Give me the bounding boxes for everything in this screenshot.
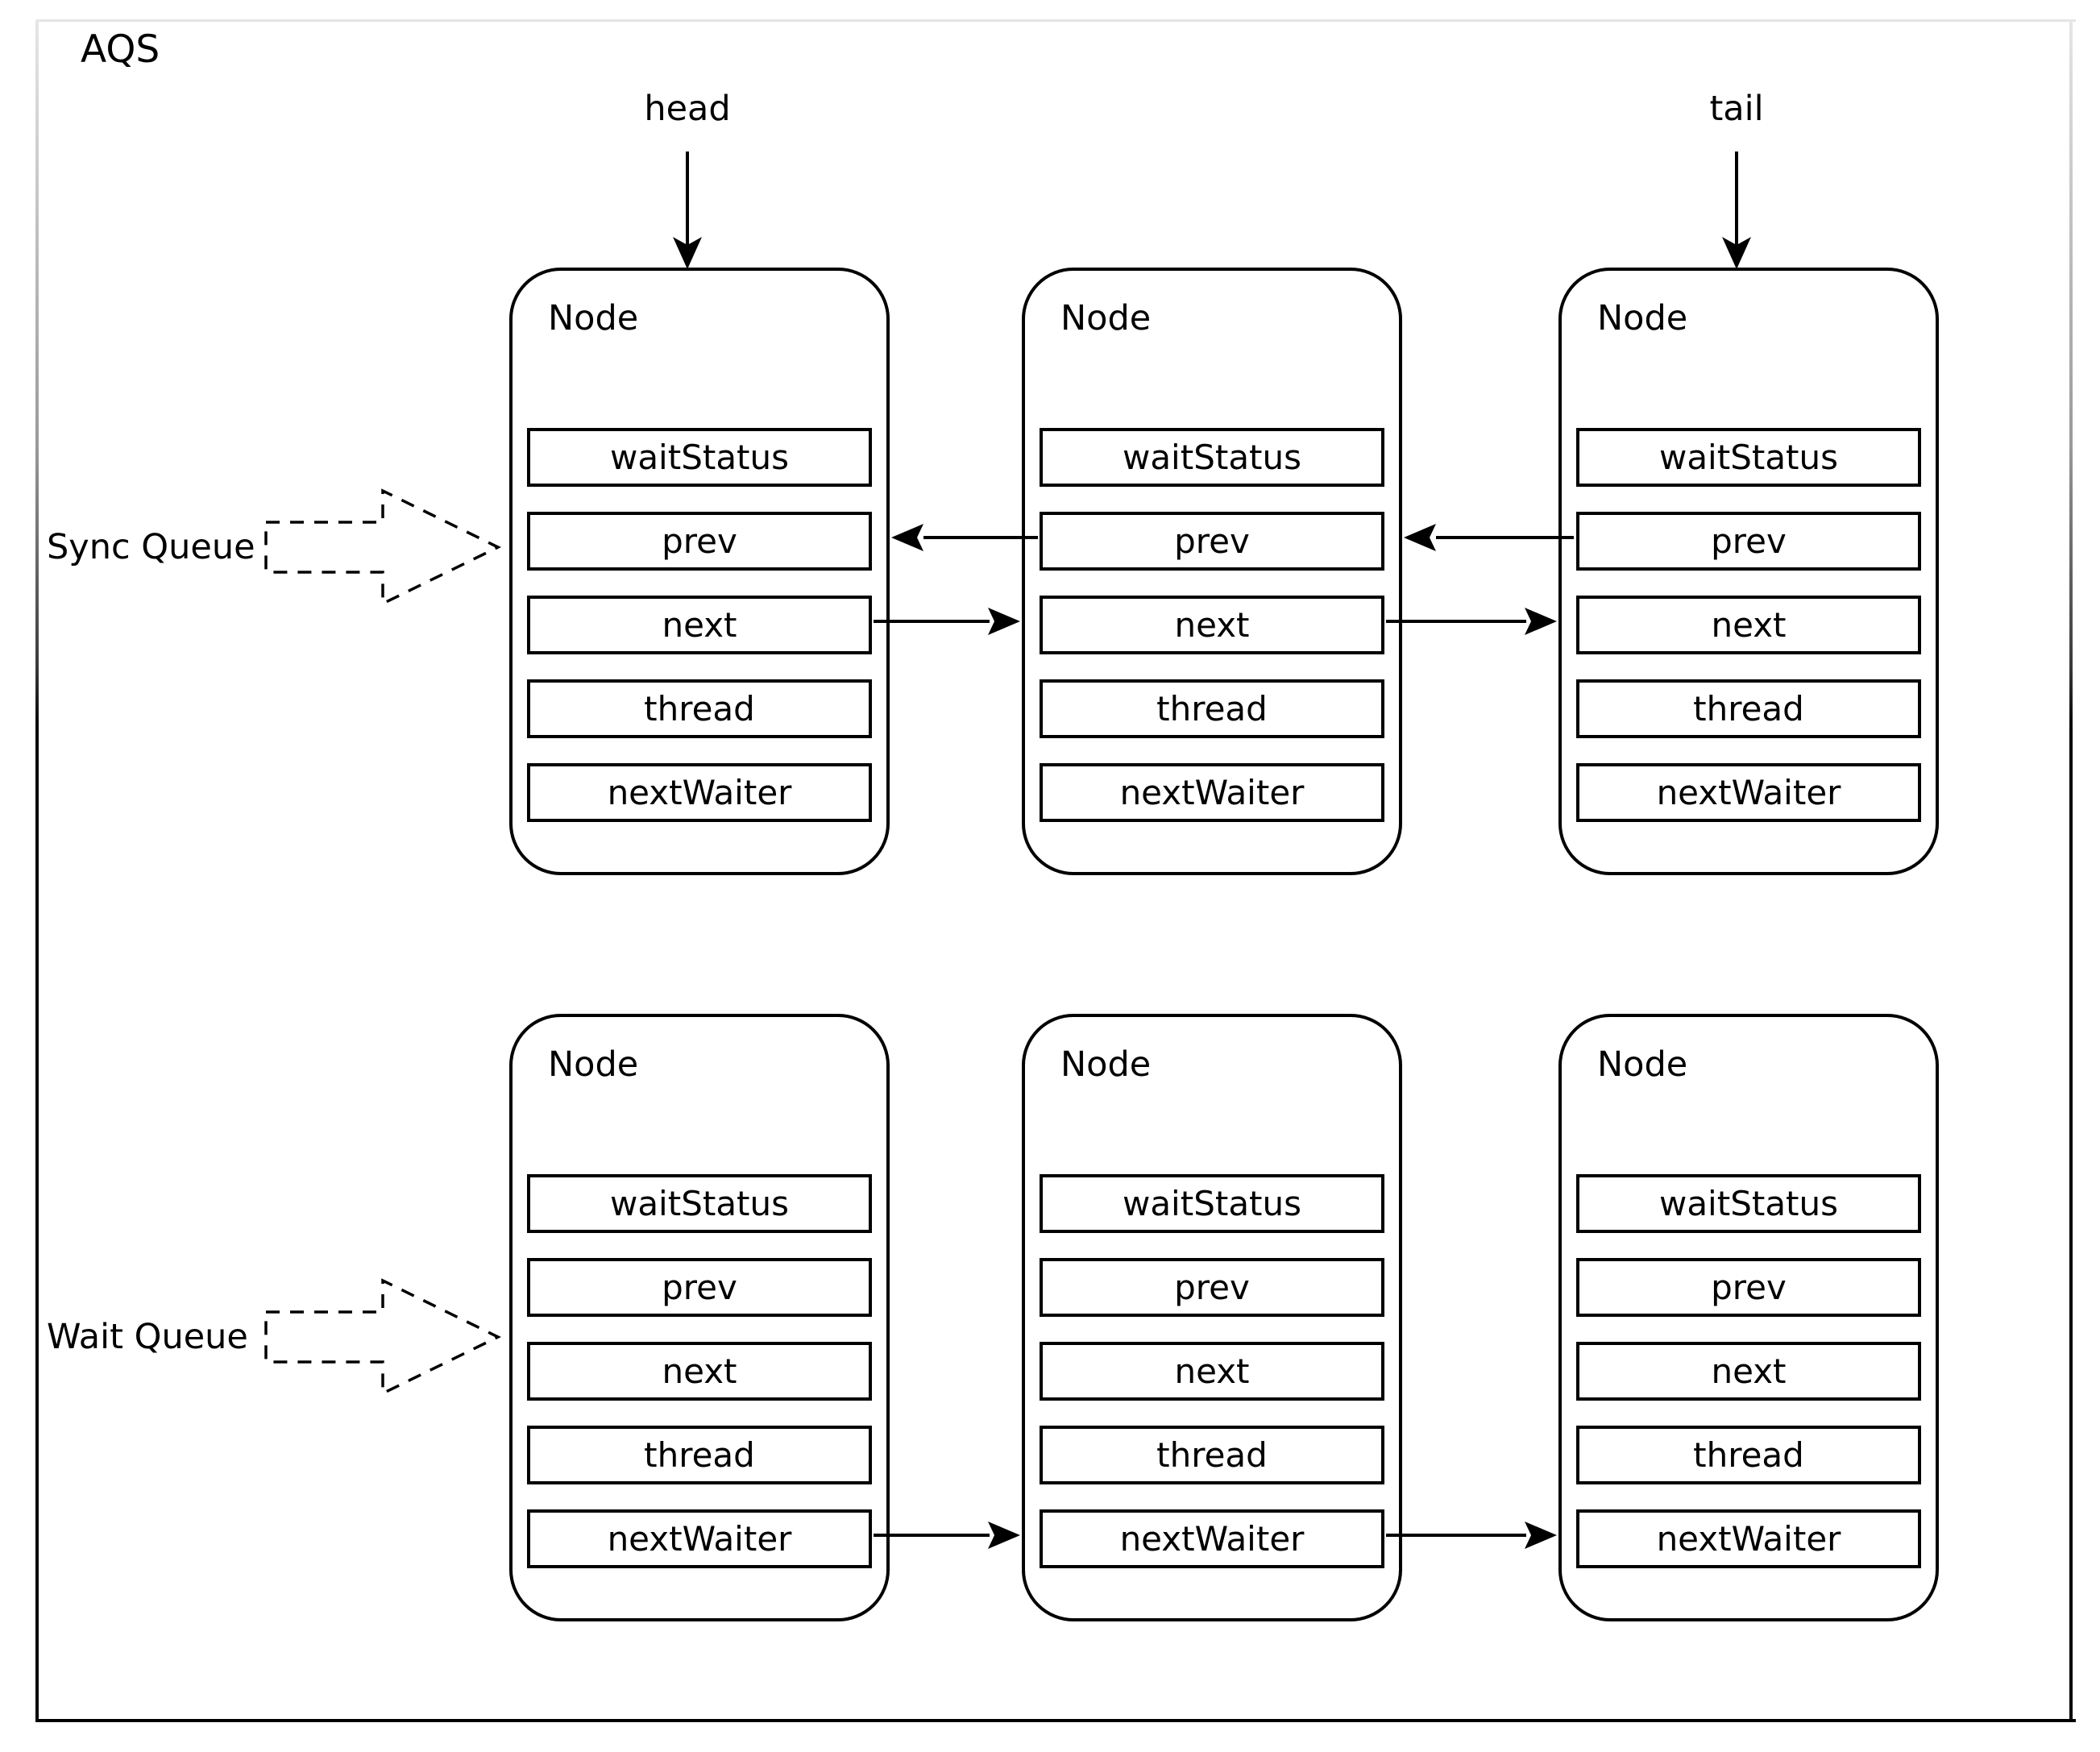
prev-arrow-node3-to-node2	[1404, 524, 1574, 551]
diagram-title: AQS	[81, 27, 160, 72]
field-next: next	[527, 1342, 872, 1401]
field-next: next	[1040, 596, 1384, 654]
node-title: Node	[548, 1044, 639, 1085]
sync-node-3: Node waitStatus prev next thread nextWai…	[1558, 268, 1939, 875]
sync-node-1: Node waitStatus prev next thread nextWai…	[509, 268, 890, 875]
field-waitStatus: waitStatus	[1040, 428, 1384, 487]
field-prev: prev	[527, 512, 872, 571]
head-arrow-icon	[673, 152, 702, 269]
field-waitStatus: waitStatus	[1576, 1174, 1921, 1233]
field-thread: thread	[527, 1426, 872, 1484]
node-title: Node	[548, 298, 639, 338]
field-prev: prev	[1040, 1258, 1384, 1317]
sync-queue-label: Sync Queue	[47, 527, 255, 567]
field-waitStatus: waitStatus	[1040, 1174, 1384, 1233]
wait-node-3: Node waitStatus prev next thread nextWai…	[1558, 1014, 1939, 1621]
field-nextWaiter: nextWaiter	[1576, 763, 1921, 822]
field-waitStatus: waitStatus	[1576, 428, 1921, 487]
field-next: next	[1576, 1342, 1921, 1401]
field-nextWaiter: nextWaiter	[527, 1509, 872, 1568]
field-next: next	[1040, 1342, 1384, 1401]
field-thread: thread	[1040, 1426, 1384, 1484]
node-title: Node	[1597, 1044, 1688, 1085]
frame-bottom-border	[35, 1719, 2076, 1722]
next-arrow-node2-to-node3	[1386, 608, 1557, 635]
tail-pointer-label: tail	[1709, 89, 1764, 129]
prev-arrow-node2-to-node1	[891, 524, 1038, 551]
field-nextWaiter: nextWaiter	[1576, 1509, 1921, 1568]
frame-top-border	[35, 19, 2076, 22]
field-next: next	[1576, 596, 1921, 654]
nextwaiter-arrow-node1-to-node2	[874, 1522, 1020, 1549]
field-prev: prev	[1040, 512, 1384, 571]
field-thread: thread	[1040, 679, 1384, 738]
field-nextWaiter: nextWaiter	[1040, 1509, 1384, 1568]
sync-queue-block-arrow-icon	[264, 488, 501, 606]
field-prev: prev	[1576, 512, 1921, 571]
frame-left-border	[35, 19, 39, 1722]
wait-queue-label: Wait Queue	[47, 1317, 248, 1357]
node-title: Node	[1060, 298, 1152, 338]
next-arrow-node1-to-node2	[874, 608, 1020, 635]
field-waitStatus: waitStatus	[527, 1174, 872, 1233]
field-nextWaiter: nextWaiter	[527, 763, 872, 822]
wait-queue-block-arrow-icon	[264, 1278, 501, 1396]
field-prev: prev	[1576, 1258, 1921, 1317]
field-nextWaiter: nextWaiter	[1040, 763, 1384, 822]
node-title: Node	[1060, 1044, 1152, 1085]
tail-arrow-icon	[1722, 152, 1751, 269]
wait-node-1: Node waitStatus prev next thread nextWai…	[509, 1014, 890, 1621]
field-waitStatus: waitStatus	[527, 428, 872, 487]
field-thread: thread	[1576, 1426, 1921, 1484]
field-thread: thread	[1576, 679, 1921, 738]
field-prev: prev	[527, 1258, 872, 1317]
head-pointer-label: head	[644, 89, 731, 129]
wait-node-2: Node waitStatus prev next thread nextWai…	[1022, 1014, 1402, 1621]
sync-node-2: Node waitStatus prev next thread nextWai…	[1022, 268, 1402, 875]
field-next: next	[527, 596, 872, 654]
frame-right-border	[2069, 19, 2073, 1722]
nextwaiter-arrow-node2-to-node3	[1386, 1522, 1557, 1549]
node-title: Node	[1597, 298, 1688, 338]
field-thread: thread	[527, 679, 872, 738]
